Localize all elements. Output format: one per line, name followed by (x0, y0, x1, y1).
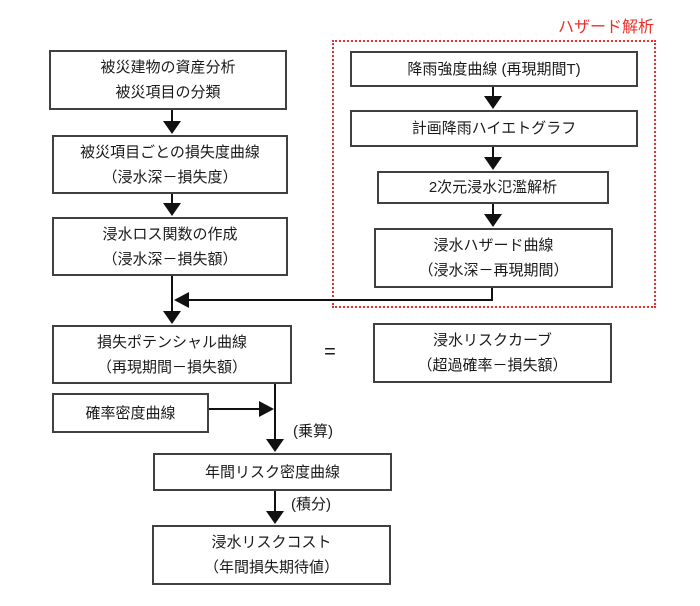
node-rainfall-intensity-curve: 降雨強度曲線 (再現期間T) (350, 51, 638, 87)
integrate-operation-label: (積分) (291, 496, 331, 513)
node-label: 浸水ロス関数の作成 (102, 225, 238, 243)
node-label: （超過確率－損失額） (417, 357, 568, 374)
connector-line (171, 110, 173, 123)
node-label: 被災項目の分類 (115, 84, 221, 101)
node-label: （浸水深－再現期間） (418, 262, 569, 279)
node-label: （再現期間－損失額） (96, 358, 247, 376)
node-annual-risk-density-curve: 年間リスク密度曲線 (153, 453, 392, 491)
hazard-analysis-zone-label: ハザード解析 (557, 19, 654, 36)
node-flood-hazard-curve: 浸水ハザード曲線 （浸水深－再現期間） (374, 228, 613, 288)
node-probability-density-curve: 確率密度曲線 (52, 393, 209, 433)
connector-line (274, 383, 276, 441)
connector-line (491, 288, 493, 301)
node-label: （浸水深－損失額） (102, 250, 238, 268)
node-label: 2次元浸水氾濫解析 (428, 179, 558, 196)
connector-line (171, 276, 173, 312)
node-label: 計画降雨ハイエトグラフ (411, 120, 577, 137)
connector-line (171, 194, 173, 205)
node-asset-analysis: 被災建物の資産分析 被災項目の分類 (49, 50, 287, 110)
node-loss-potential-curve: 損失ポテンシャル曲線 （再現期間－損失額） (52, 325, 292, 384)
node-label: 被災項目ごとの損失度曲線 (80, 143, 260, 161)
node-label: 年間リスク密度曲線 (204, 463, 340, 481)
arrowhead-down-icon (266, 511, 284, 524)
connector-line (274, 491, 276, 512)
multiply-operation-label: (乗算) (293, 423, 333, 440)
arrowhead-down-icon (484, 157, 502, 170)
connector-line (187, 299, 493, 301)
node-label: 降雨強度曲線 (再現期間T) (407, 60, 581, 78)
node-2d-inundation-analysis: 2次元浸水氾濫解析 (377, 171, 609, 204)
node-label: （浸水深－損失度） (102, 168, 238, 186)
arrowhead-down-icon (266, 439, 284, 452)
arrowhead-left-icon (174, 292, 189, 308)
connector-line (492, 87, 494, 98)
hazard-analysis-zone (332, 40, 656, 308)
arrowhead-right-icon (259, 401, 274, 417)
connector-line (209, 408, 261, 410)
node-label: （年間損失期待値） (203, 559, 339, 576)
connector-line (492, 147, 494, 159)
node-flood-loss-function: 浸水ロス関数の作成 （浸水深－損失額） (52, 217, 288, 276)
node-label: 浸水リスクカーブ (432, 332, 553, 349)
arrowhead-down-icon (484, 96, 502, 109)
arrowhead-down-icon (163, 121, 181, 134)
node-flood-risk-cost: 浸水リスクコスト （年間損失期待値） (152, 525, 391, 585)
arrowhead-down-icon (484, 214, 502, 227)
node-label: 浸水リスクコスト (211, 534, 332, 551)
arrowhead-down-icon (163, 203, 181, 216)
node-design-hyetograph: 計画降雨ハイエトグラフ (350, 110, 638, 147)
arrowhead-down-icon (163, 311, 181, 324)
node-flood-risk-curve: 浸水リスクカーブ （超過確率－損失額） (373, 323, 612, 383)
node-label: 被災建物の資産分析 (100, 59, 236, 76)
connector-line (492, 204, 494, 216)
node-label: 浸水ハザード曲線 (433, 237, 554, 254)
node-damage-degree-curve: 被災項目ごとの損失度曲線 （浸水深－損失度） (52, 135, 288, 194)
equals-sign: = (324, 341, 336, 363)
node-label: 確率密度曲線 (85, 404, 176, 422)
node-label: 損失ポテンシャル曲線 (96, 333, 247, 351)
